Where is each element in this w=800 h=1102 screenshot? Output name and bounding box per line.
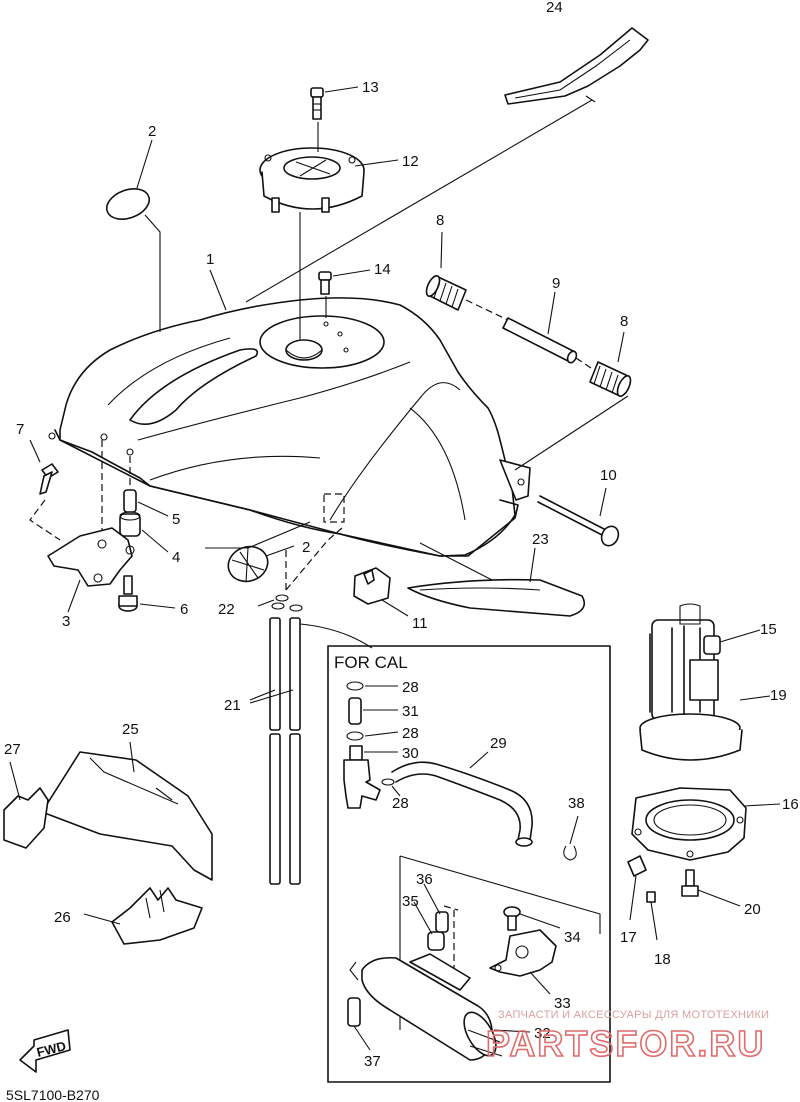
callout-10: 10 xyxy=(600,467,617,484)
fwd-label: FWD xyxy=(35,1038,67,1060)
part-32-canister xyxy=(349,953,531,1061)
part-37-collar xyxy=(347,997,371,1051)
callout-36: 36 xyxy=(416,871,433,888)
callout-14: 14 xyxy=(374,261,391,278)
callout-16: 16 xyxy=(782,796,799,813)
callout-38: 38 xyxy=(568,795,585,812)
part-38-clip xyxy=(563,815,579,861)
part-19-fuel-pump xyxy=(639,603,771,761)
callout-17: 17 xyxy=(620,929,637,946)
part-28-clip-b xyxy=(346,731,399,741)
part-22-clips xyxy=(257,594,303,612)
part-25-heat-shield xyxy=(41,741,213,881)
part-26-cover xyxy=(83,887,203,945)
callout-35: 35 xyxy=(402,893,419,910)
callout-2: 2 xyxy=(302,539,310,556)
callout-33: 33 xyxy=(554,995,571,1012)
callout-4: 4 xyxy=(172,549,180,566)
for-cal-label: FOR CAL xyxy=(334,653,408,672)
callout-3: 3 xyxy=(62,613,70,630)
part-7-bolt xyxy=(29,439,59,495)
part-33-bracket xyxy=(489,929,557,995)
part-6-bolt xyxy=(118,575,176,612)
part-2-grommet-top xyxy=(105,139,153,220)
part-8-damper-lower xyxy=(589,331,632,397)
callout-31: 31 xyxy=(402,703,419,720)
part-36-collar xyxy=(423,883,449,933)
callout-15: 15 xyxy=(760,621,777,638)
part-28-clip-a xyxy=(346,681,398,691)
callout-6: 6 xyxy=(180,601,188,618)
part-16-plate xyxy=(631,787,781,861)
callout-8: 8 xyxy=(436,212,444,229)
part-24-tank-protector xyxy=(504,27,649,105)
part-23-cover xyxy=(407,542,586,617)
part-34-bolt xyxy=(503,906,561,931)
for-cal-box xyxy=(327,645,611,1083)
callout-25: 25 xyxy=(122,721,139,738)
part-2-grommet-lower xyxy=(205,521,311,583)
part-14-bolt xyxy=(318,269,371,295)
part-15-filter xyxy=(703,629,761,655)
callout-7: 7 xyxy=(16,421,24,438)
callout-5: 5 xyxy=(172,511,180,528)
callout-9: 9 xyxy=(552,275,560,292)
part-28-clip-c xyxy=(381,778,401,797)
callout-13: 13 xyxy=(362,79,379,96)
callout-30: 30 xyxy=(402,745,419,762)
part-30-valve xyxy=(343,745,398,809)
callout-11: 11 xyxy=(412,615,428,632)
fwd-arrow-icon: FWD xyxy=(19,1029,71,1073)
callout-18: 18 xyxy=(654,951,671,968)
callout-29: 29 xyxy=(490,735,507,752)
callout-1: 1 xyxy=(206,251,214,268)
part-21-hoses xyxy=(249,617,373,885)
callout-20: 20 xyxy=(744,901,761,918)
callout-26: 26 xyxy=(54,909,71,926)
part-17-clip xyxy=(627,855,647,921)
part-10-bolt xyxy=(537,487,620,547)
part-3-bracket xyxy=(47,527,135,613)
callout-12: 12 xyxy=(402,153,419,170)
part-20-bolt xyxy=(681,869,741,907)
part-1-fuel-tank xyxy=(48,269,531,557)
part-13-bolt xyxy=(310,86,359,120)
callout-22: 22 xyxy=(218,601,235,618)
part-29-hose xyxy=(391,751,533,847)
callout-32: 32 xyxy=(534,1025,551,1042)
part-18-screw xyxy=(646,891,658,941)
callout-28: 28 xyxy=(402,679,419,696)
part-12-fuel-cap xyxy=(259,147,399,213)
callout-labels: 1 2 2 3 4 5 6 7 8 8 9 10 11 12 13 14 15 … xyxy=(4,0,799,1070)
callout-21: 21 xyxy=(224,697,241,714)
callout-2: 2 xyxy=(148,123,156,140)
watermark-logo: PARTSFOR.RU xyxy=(486,1023,765,1064)
callout-23: 23 xyxy=(532,531,549,548)
callout-28: 28 xyxy=(402,725,419,742)
part-11-sensor xyxy=(353,567,409,617)
part-8-damper-upper xyxy=(425,231,467,311)
callout-24: 24 xyxy=(546,0,563,16)
callout-8: 8 xyxy=(620,313,628,330)
part-31-hose xyxy=(348,697,398,725)
watermark-tagline: ЗАПЧАСТИ И АКСЕССУАРЫ ДЛЯ МОТОТЕХНИКИ xyxy=(498,1009,769,1021)
callout-19: 19 xyxy=(770,687,787,704)
callout-34: 34 xyxy=(564,929,581,946)
callout-28: 28 xyxy=(392,795,409,812)
part-9-rod xyxy=(502,291,578,364)
part-35-damper xyxy=(413,901,445,951)
part-27-cover xyxy=(3,761,49,849)
diagram-code: 5SL7100-B270 xyxy=(6,1087,100,1102)
part-4-damper xyxy=(119,511,169,553)
callout-27: 27 xyxy=(4,741,21,758)
callout-37: 37 xyxy=(364,1053,381,1070)
